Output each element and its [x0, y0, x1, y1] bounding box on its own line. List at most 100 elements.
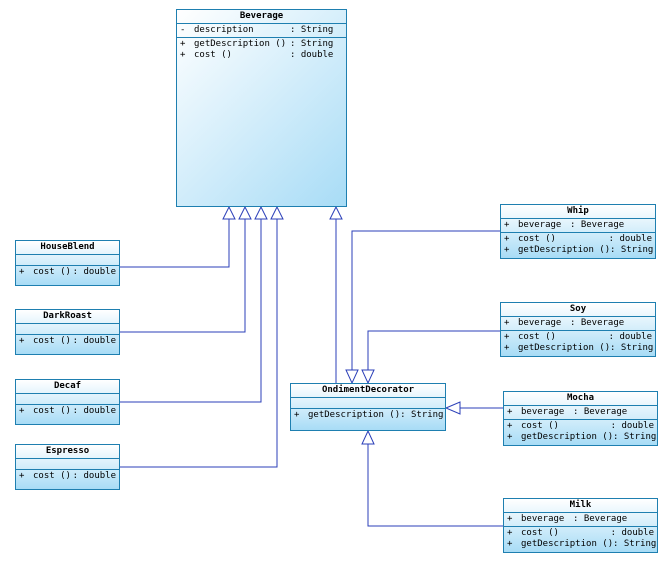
- attribute-type: : Beverage: [570, 318, 625, 328]
- method-type: : double: [72, 336, 116, 346]
- method-row: + cost () : double: [507, 528, 654, 539]
- method-row: + getDescription () : String: [504, 245, 653, 256]
- class-name: HouseBlend: [16, 241, 119, 255]
- class-beverage[interactable]: Beverage - description : String + getDes…: [176, 9, 347, 207]
- attributes-section: + beverage : Beverage: [504, 406, 657, 420]
- generalization-arrowhead: [222, 205, 236, 220]
- method-name: getDescription (): [518, 245, 611, 255]
- attribute-name: beverage: [521, 514, 565, 524]
- method-type: : double: [72, 471, 116, 481]
- generalization-arrowhead: [345, 369, 359, 385]
- generalization-arrowhead: [270, 205, 284, 220]
- generalization-arrowhead: [361, 429, 375, 445]
- class-name: Espresso: [16, 445, 119, 459]
- visibility: +: [504, 332, 510, 342]
- visibility: +: [19, 471, 25, 481]
- class-name: DarkRoast: [16, 310, 119, 324]
- method-name: cost (): [33, 471, 71, 481]
- attribute-name: beverage: [518, 318, 562, 328]
- visibility: -: [180, 25, 186, 35]
- method-name: cost (): [518, 332, 556, 342]
- visibility: +: [504, 220, 510, 230]
- method-row: + cost () : double: [19, 336, 116, 347]
- method-row: + cost () : double: [19, 471, 116, 482]
- method-type: : double: [72, 267, 116, 277]
- visibility: +: [504, 234, 510, 244]
- class-name: Soy: [501, 303, 655, 317]
- method-type: : double: [608, 234, 652, 244]
- class-mocha[interactable]: Mocha + beverage : Beverage + cost () : …: [503, 391, 658, 446]
- espresso-inherits-beverage: [120, 219, 278, 468]
- milk-inherits-decorator: [367, 444, 503, 527]
- method-name: getDescription (): [521, 432, 614, 442]
- attribute-name: beverage: [518, 220, 562, 230]
- method-type: : double: [608, 332, 652, 342]
- attributes-section: [16, 459, 119, 470]
- methods-section: + cost () : double: [16, 405, 119, 418]
- method-name: getDescription (): [194, 39, 287, 49]
- visibility: +: [507, 407, 513, 417]
- attributes-section: + beverage : Beverage: [501, 219, 655, 233]
- decaf-inherits-beverage: [120, 219, 262, 403]
- method-name: cost (): [33, 267, 71, 277]
- attribute-row: + beverage : Beverage: [507, 514, 654, 525]
- method-row: + cost () : double: [504, 234, 652, 245]
- method-row: + cost () : double: [507, 421, 654, 432]
- methods-section: + cost () : double: [16, 335, 119, 348]
- visibility: +: [507, 421, 513, 431]
- methods-section: + cost () : double + getDescription () :…: [504, 420, 657, 444]
- method-type: : String: [613, 432, 657, 442]
- method-type: : double: [72, 406, 116, 416]
- visibility: +: [19, 336, 25, 346]
- class-decaf[interactable]: Decaf + cost () : double: [15, 379, 120, 425]
- visibility: +: [504, 318, 510, 328]
- methods-section: + getDescription () : String: [291, 409, 445, 422]
- class-soy[interactable]: Soy + beverage : Beverage + cost () : do…: [500, 302, 656, 357]
- visibility: +: [180, 39, 186, 49]
- class-houseblend[interactable]: HouseBlend + cost () : double: [15, 240, 120, 286]
- methods-section: + getDescription () : String + cost () :…: [177, 38, 346, 62]
- attribute-name: description: [194, 25, 254, 35]
- class-whip[interactable]: Whip + beverage : Beverage + cost () : d…: [500, 204, 656, 259]
- attribute-row: - description : String: [180, 25, 343, 36]
- visibility: +: [19, 406, 25, 416]
- methods-section: + cost () : double: [16, 470, 119, 483]
- class-name: Decaf: [16, 380, 119, 394]
- method-row: + getDescription () : String: [507, 539, 656, 550]
- method-row: + cost () : double: [180, 50, 343, 61]
- class-name: Milk: [504, 499, 657, 513]
- class-milk[interactable]: Milk + beverage : Beverage + cost () : d…: [503, 498, 658, 553]
- generalization-arrowhead: [238, 205, 252, 220]
- visibility: +: [504, 245, 510, 255]
- method-type: : String: [290, 39, 334, 49]
- class-ondimentdecorator[interactable]: OndimentDecorator + getDescription () : …: [290, 383, 446, 431]
- method-row: + cost () : double: [19, 406, 116, 417]
- methods-section: + cost () : double + getDescription () :…: [504, 527, 657, 551]
- method-type: : double: [290, 50, 334, 60]
- soy-inherits-decorator: [367, 330, 500, 370]
- method-name: cost (): [518, 234, 556, 244]
- method-type: : String: [610, 343, 654, 353]
- method-type: : double: [610, 528, 654, 538]
- method-name: cost (): [33, 336, 71, 346]
- class-espresso[interactable]: Espresso + cost () : double: [15, 444, 120, 490]
- method-name: cost (): [194, 50, 232, 60]
- attributes-section: [16, 255, 119, 266]
- darkroast-inherits-beverage: [120, 219, 246, 333]
- attributes-section: + beverage : Beverage: [501, 317, 655, 331]
- attribute-name: beverage: [521, 407, 565, 417]
- method-name: getDescription (): [521, 539, 614, 549]
- attribute-type: : Beverage: [573, 514, 628, 524]
- whip-inherits-decorator: [351, 230, 500, 370]
- class-darkroast[interactable]: DarkRoast + cost () : double: [15, 309, 120, 355]
- method-row: + getDescription () : String: [180, 39, 343, 50]
- method-row: + cost () : double: [19, 267, 116, 278]
- method-type: : String: [400, 410, 444, 420]
- generalization-arrowhead: [329, 205, 343, 220]
- visibility: +: [180, 50, 186, 60]
- attributes-section: - description : String: [177, 24, 346, 38]
- attributes-section: [16, 394, 119, 405]
- visibility: +: [507, 514, 513, 524]
- attribute-type: : Beverage: [573, 407, 628, 417]
